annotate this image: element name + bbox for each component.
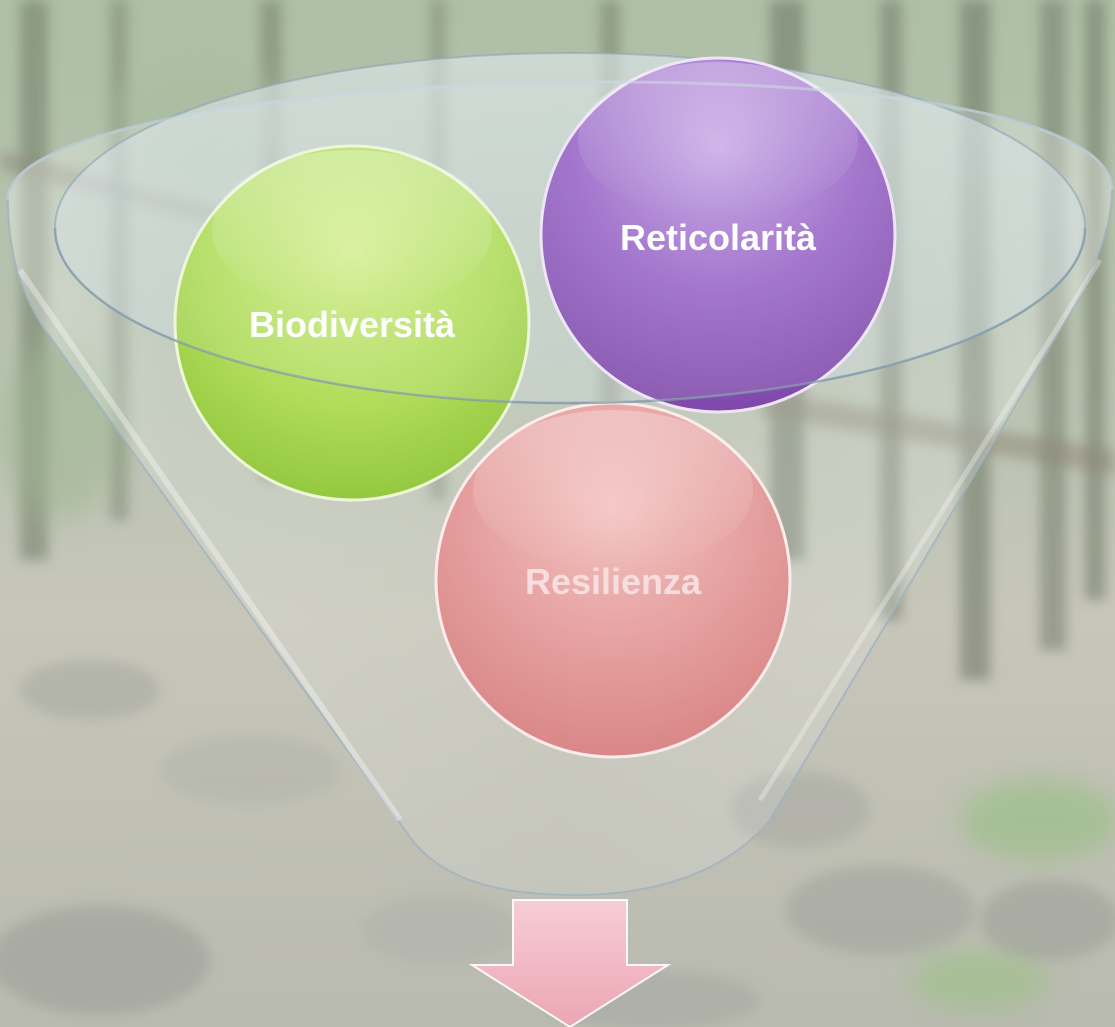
circle-resilienza: Resilienza (434, 401, 792, 759)
funnel-front (6, 53, 1114, 822)
funnel-rim-front (53, 227, 1087, 405)
down-arrow-icon (468, 899, 672, 1027)
circle-label-reticolarita: Reticolarità (620, 217, 817, 258)
circle-label-resilienza: Resilienza (525, 561, 702, 602)
circle-reticolarita: Reticolarità (539, 56, 897, 414)
circle-biodiversita: Biodiversità (173, 144, 531, 502)
circles-layer: Biodiversità Reticolarità Resilienza (173, 56, 897, 759)
circle-label-biodiversita: Biodiversità (249, 304, 456, 345)
